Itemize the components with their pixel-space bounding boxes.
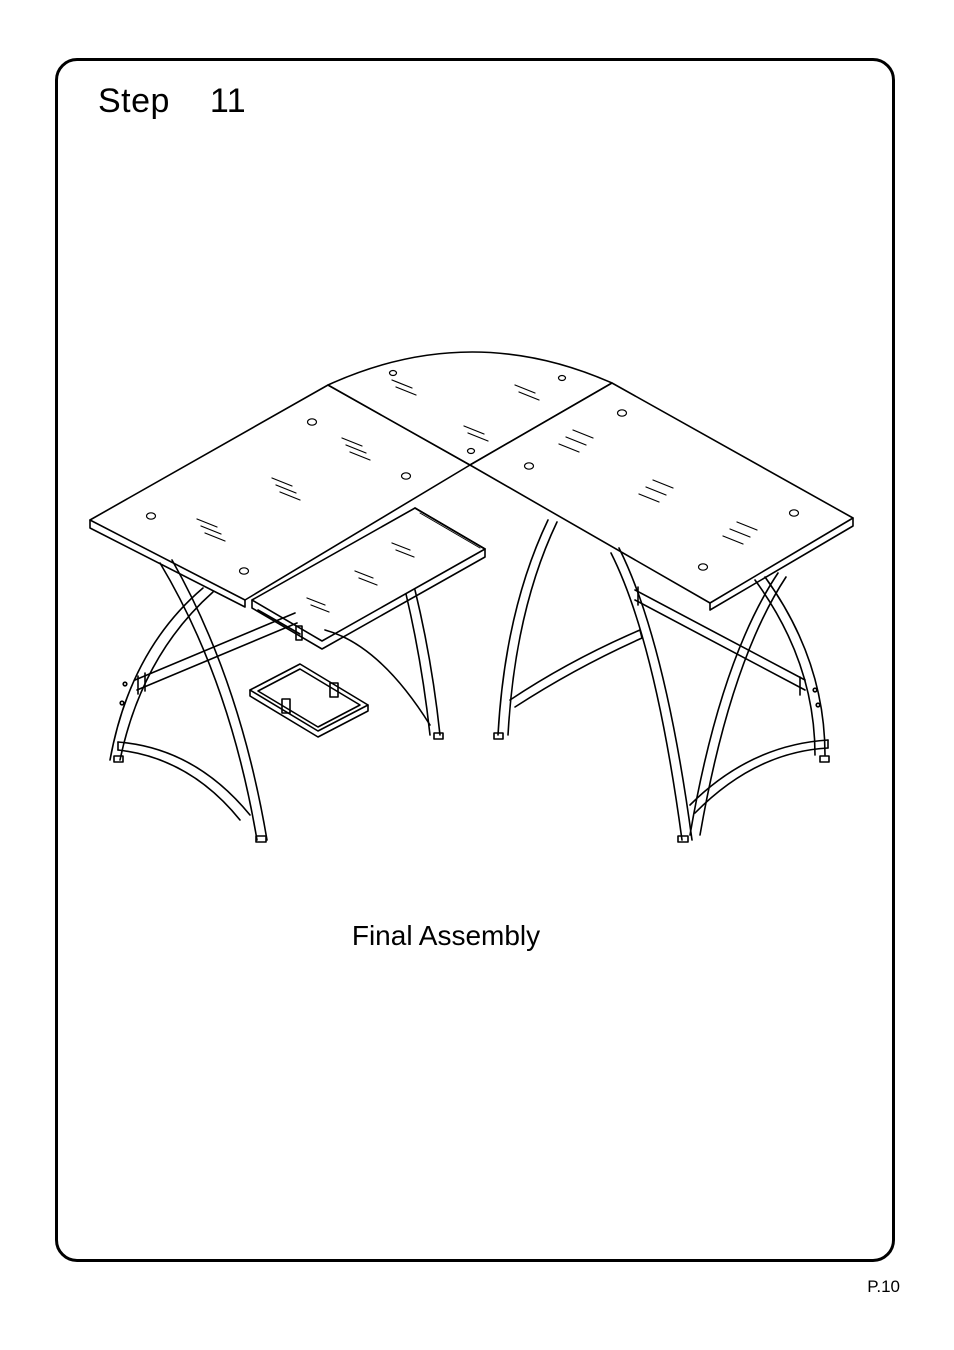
cpu-holder <box>250 664 368 737</box>
middle-leg-frame <box>494 520 642 739</box>
caption: Final Assembly <box>0 920 892 952</box>
page-number: P.10 <box>867 1277 900 1297</box>
